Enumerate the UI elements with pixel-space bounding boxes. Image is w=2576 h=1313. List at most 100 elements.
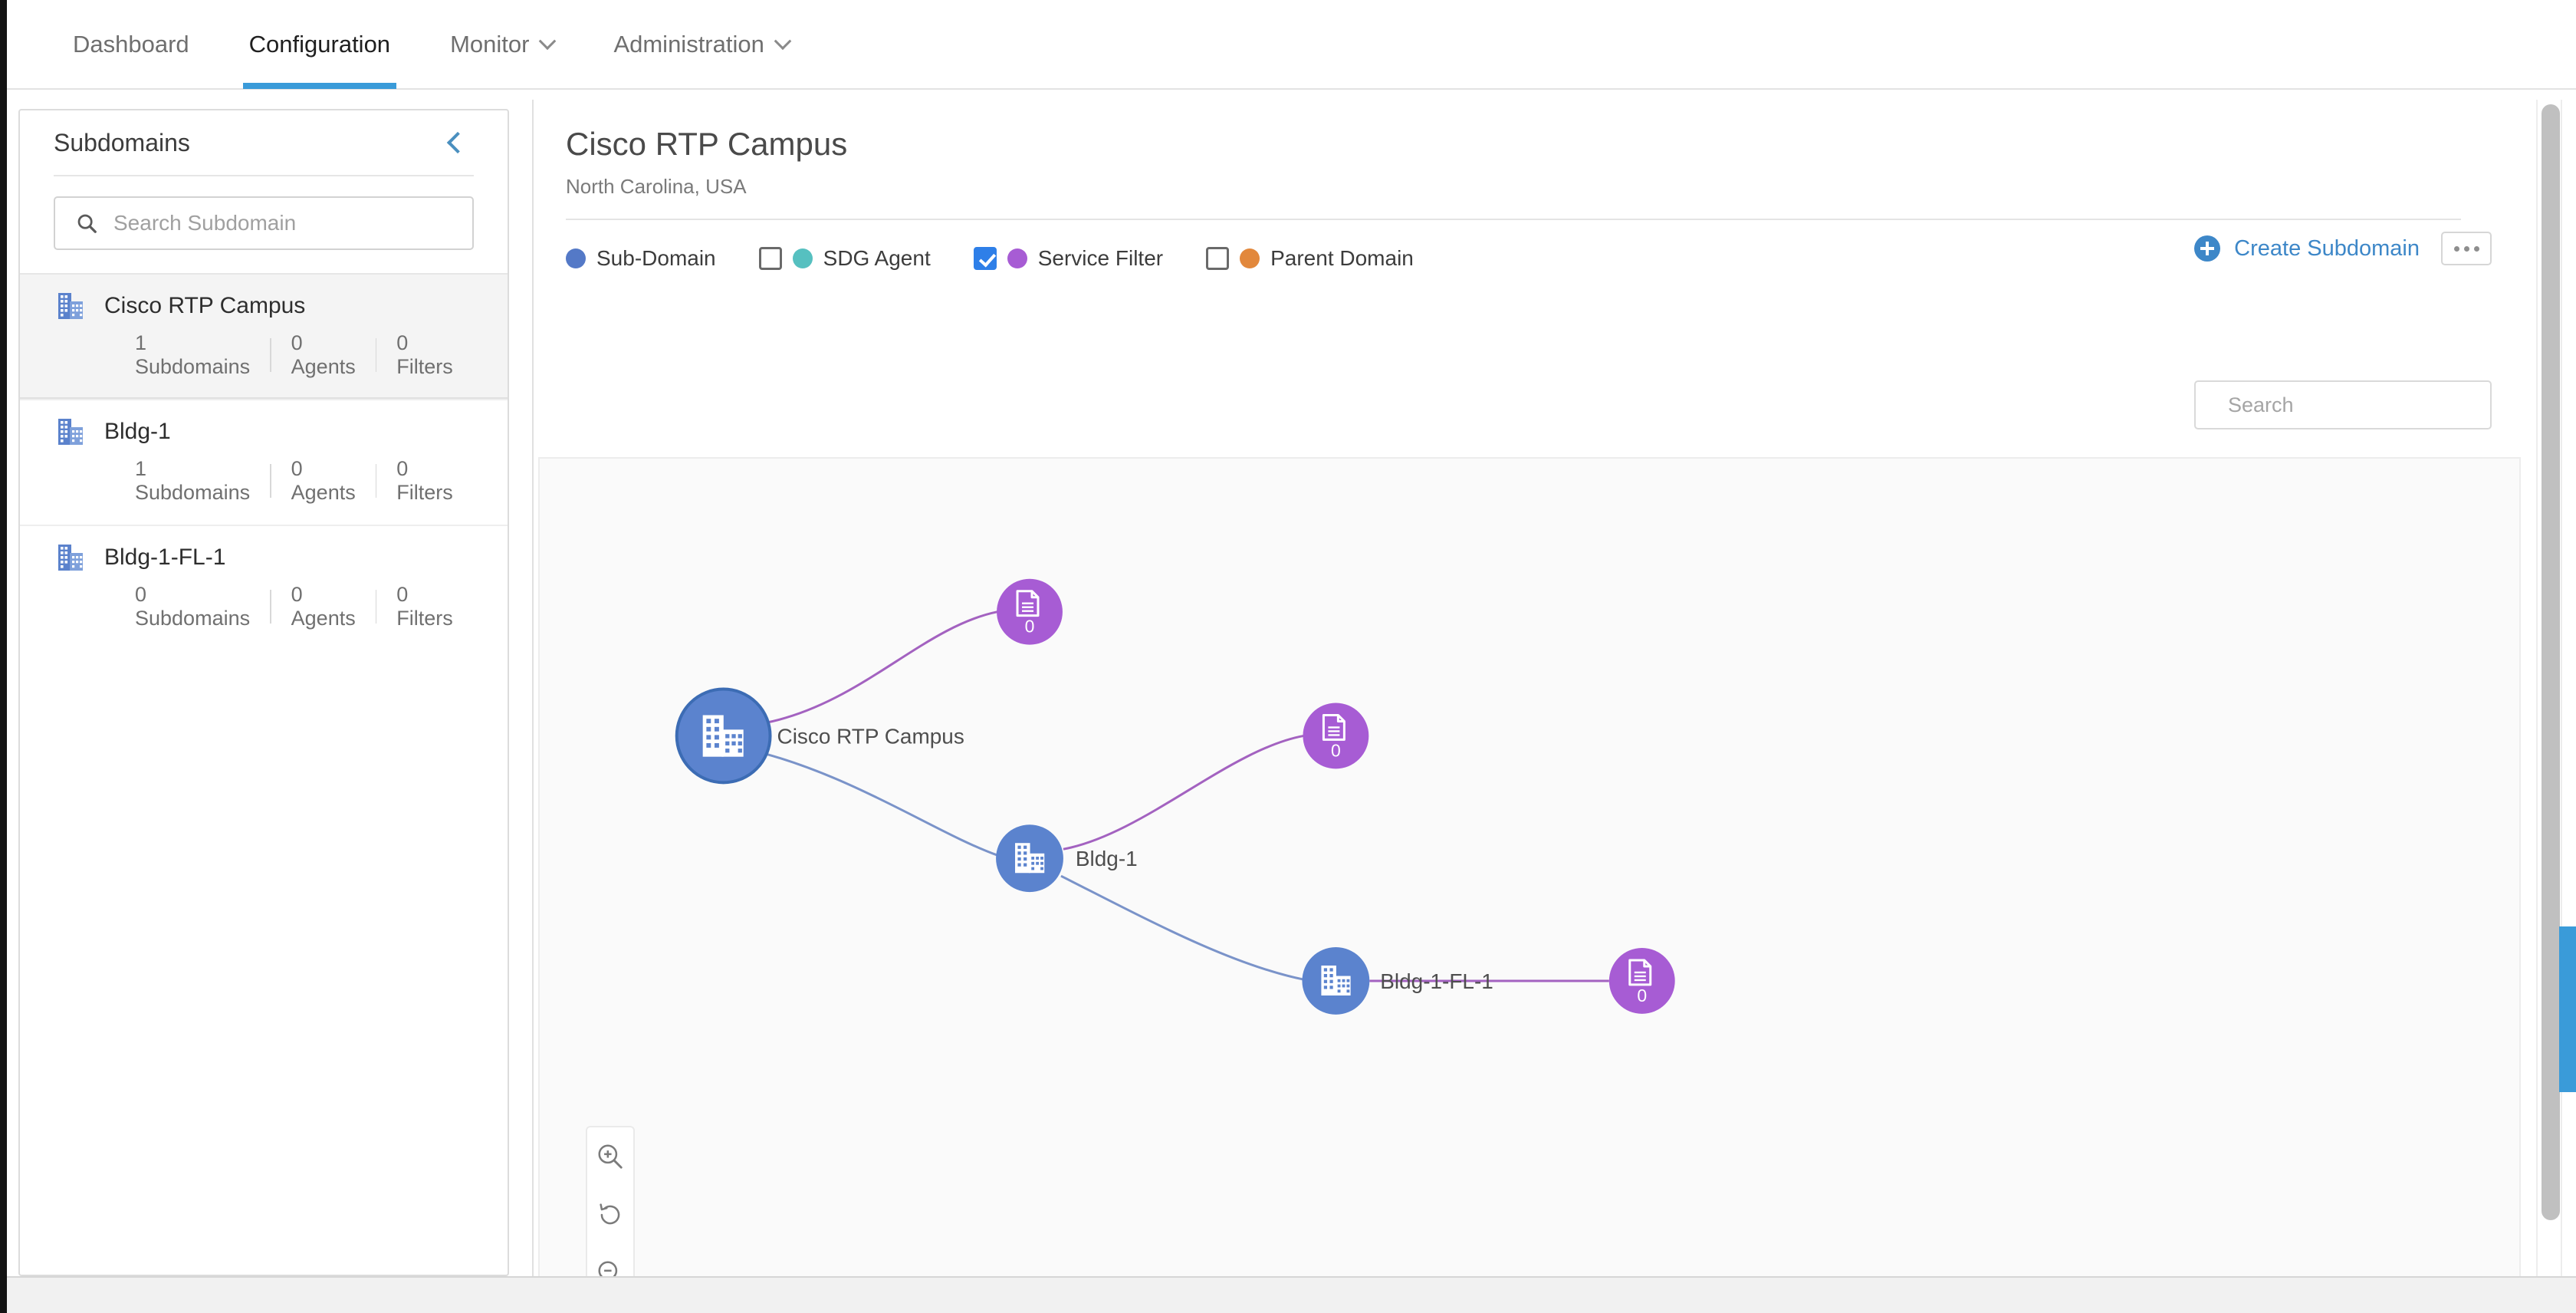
list-item-agents-count: 0 Agents <box>291 583 356 630</box>
legend-item-parent-domain[interactable]: Parent Domain <box>1206 246 1414 271</box>
chevron-left-icon <box>446 131 469 154</box>
meta-separator <box>270 338 271 372</box>
legend-checkbox[interactable] <box>973 247 997 270</box>
graph-node-bldg-1-fl-1[interactable] <box>1302 947 1370 1015</box>
service-count-label: 0 <box>1331 740 1341 760</box>
building-icon <box>58 545 83 571</box>
dot-icon <box>2473 245 2479 252</box>
header-divider <box>566 219 2461 220</box>
legend-color-dot <box>1240 248 1260 268</box>
nav-tab-monitor[interactable]: Monitor <box>444 0 560 89</box>
list-item-header: Cisco RTP Campus <box>57 291 474 321</box>
legend-label: Parent Domain <box>1270 246 1414 270</box>
zoom-out-icon <box>598 1261 618 1276</box>
nav-tab-monitor-label: Monitor <box>450 30 530 58</box>
zoom-in-icon <box>598 1144 623 1169</box>
legend-checkbox[interactable] <box>758 247 782 270</box>
edge-campus-to-service <box>765 610 998 724</box>
building-icon <box>58 293 83 319</box>
graph-node-bldg-1[interactable] <box>996 824 1063 893</box>
list-item-name: Bldg-1 <box>104 419 171 444</box>
list-item-agents-count: 0 Agents <box>291 331 356 378</box>
list-item-filters-count: 0 Filters <box>396 457 453 504</box>
meta-separator <box>375 590 377 624</box>
vertical-scrollbar-thumb[interactable] <box>2542 104 2560 1220</box>
list-item-subdomains-count: 0 Subdomains <box>135 583 251 630</box>
search-subdomain-input[interactable] <box>113 211 452 235</box>
edge-bldg1-to-fl1 <box>1060 874 1303 981</box>
page-header: Cisco RTP Campus North Carolina, USA <box>538 100 2495 220</box>
building-icon <box>1321 965 1351 996</box>
graph-node-service-filter-1[interactable]: 0 <box>997 578 1063 645</box>
graph-label-bldg-1-fl-1: Bldg-1-FL-1 <box>1380 969 1493 993</box>
window-left-edge <box>0 0 7 1313</box>
sidebar-search-box[interactable] <box>54 196 474 250</box>
nav-tab-dashboard[interactable]: Dashboard <box>67 0 196 89</box>
main-content-panel: Cisco RTP Campus North Carolina, USA Cre… <box>532 100 2525 1276</box>
graph-node-cisco-rtp-campus[interactable] <box>675 687 772 785</box>
sidebar-divider <box>54 175 474 176</box>
list-item-subdomains-count: 1 Subdomains <box>135 457 251 504</box>
list-item-filters-count: 0 Filters <box>396 583 453 630</box>
building-icon <box>702 715 744 757</box>
nav-tab-administration-label: Administration <box>613 30 764 58</box>
reset-view-button[interactable] <box>590 1195 630 1235</box>
graph-search-input[interactable] <box>2228 393 2499 417</box>
legend-checkbox[interactable] <box>1206 247 1230 270</box>
nav-tab-administration[interactable]: Administration <box>607 0 794 89</box>
legend-label: Sub-Domain <box>596 246 716 270</box>
collapse-sidebar-button[interactable] <box>440 125 475 160</box>
meta-separator <box>375 338 377 372</box>
zoom-out-button[interactable] <box>590 1253 630 1276</box>
create-subdomain-label: Create Subdomain <box>2234 235 2420 261</box>
building-icon <box>58 419 83 445</box>
sidebar-title: Subdomains <box>54 128 190 156</box>
legend-item-sub-domain[interactable]: Sub-Domain <box>566 246 716 271</box>
list-item-meta: 0 Subdomains 0 Agents 0 Filters <box>57 583 474 630</box>
list-item-filters-count: 0 Filters <box>396 331 453 378</box>
sidebar-search-wrapper <box>20 176 508 250</box>
bottom-status-strip <box>7 1276 2576 1313</box>
page-subtitle: North Carolina, USA <box>566 175 747 198</box>
top-navigation-bar: Dashboard Configuration Monitor Administ… <box>7 0 2576 90</box>
graph-node-service-filter-3[interactable]: 0 <box>1608 948 1675 1014</box>
meta-separator <box>270 590 271 624</box>
legend-label: Service Filter <box>1037 246 1164 270</box>
list-item-header: Bldg-1 <box>57 417 474 446</box>
graph-zoom-controls <box>586 1126 635 1276</box>
nav-tab-configuration[interactable]: Configuration <box>242 0 397 89</box>
plus-icon <box>2194 235 2221 262</box>
page-title: Cisco RTP Campus <box>566 126 848 162</box>
chevron-down-icon <box>539 31 557 50</box>
zoom-in-button[interactable] <box>590 1137 630 1176</box>
topology-graph-canvas[interactable]: 0 <box>538 457 2521 1276</box>
list-item[interactable]: Bldg-1-FL-1 0 Subdomains 0 Agents 0 Filt… <box>20 525 508 650</box>
nav-tab-configuration-label: Configuration <box>248 30 391 58</box>
right-edge-tab[interactable] <box>2559 926 2576 1092</box>
legend-color-dot <box>566 248 586 268</box>
topology-graph-svg: 0 <box>675 578 1675 1015</box>
dot-icon <box>2453 245 2459 252</box>
list-item[interactable]: Bldg-1 1 Subdomains 0 Agents 0 Filters <box>20 399 508 525</box>
list-item[interactable]: Cisco RTP Campus 1 Subdomains 0 Agents 0… <box>20 273 508 399</box>
graph-label-cisco-rtp-campus: Cisco RTP Campus <box>777 724 964 748</box>
create-subdomain-button[interactable]: Create Subdomain <box>2194 235 2420 262</box>
graph-node-service-filter-2[interactable]: 0 <box>1303 703 1369 769</box>
document-icon <box>1322 713 1346 741</box>
vertical-scrollbar-track[interactable] <box>2536 100 2562 1276</box>
legend-item-sdg-agent[interactable]: SDG Agent <box>758 246 931 271</box>
list-item-agents-count: 0 Agents <box>291 457 356 504</box>
list-item-meta: 1 Subdomains 0 Agents 0 Filters <box>57 457 474 505</box>
service-count-label: 0 <box>1637 986 1647 1005</box>
subdomains-sidebar: Subdomains <box>18 109 509 1276</box>
overflow-menu-button[interactable] <box>2441 232 2492 265</box>
list-item-name: Cisco RTP Campus <box>104 293 306 318</box>
subdomain-list: Cisco RTP Campus 1 Subdomains 0 Agents 0… <box>20 273 508 650</box>
main-inner: Cisco RTP Campus North Carolina, USA Cre… <box>534 100 2525 1276</box>
legend-item-service-filter[interactable]: Service Filter <box>973 246 1164 271</box>
search-icon <box>77 214 97 233</box>
document-icon <box>1628 959 1652 986</box>
reset-icon <box>600 1203 620 1225</box>
graph-search-box[interactable] <box>2194 380 2499 429</box>
